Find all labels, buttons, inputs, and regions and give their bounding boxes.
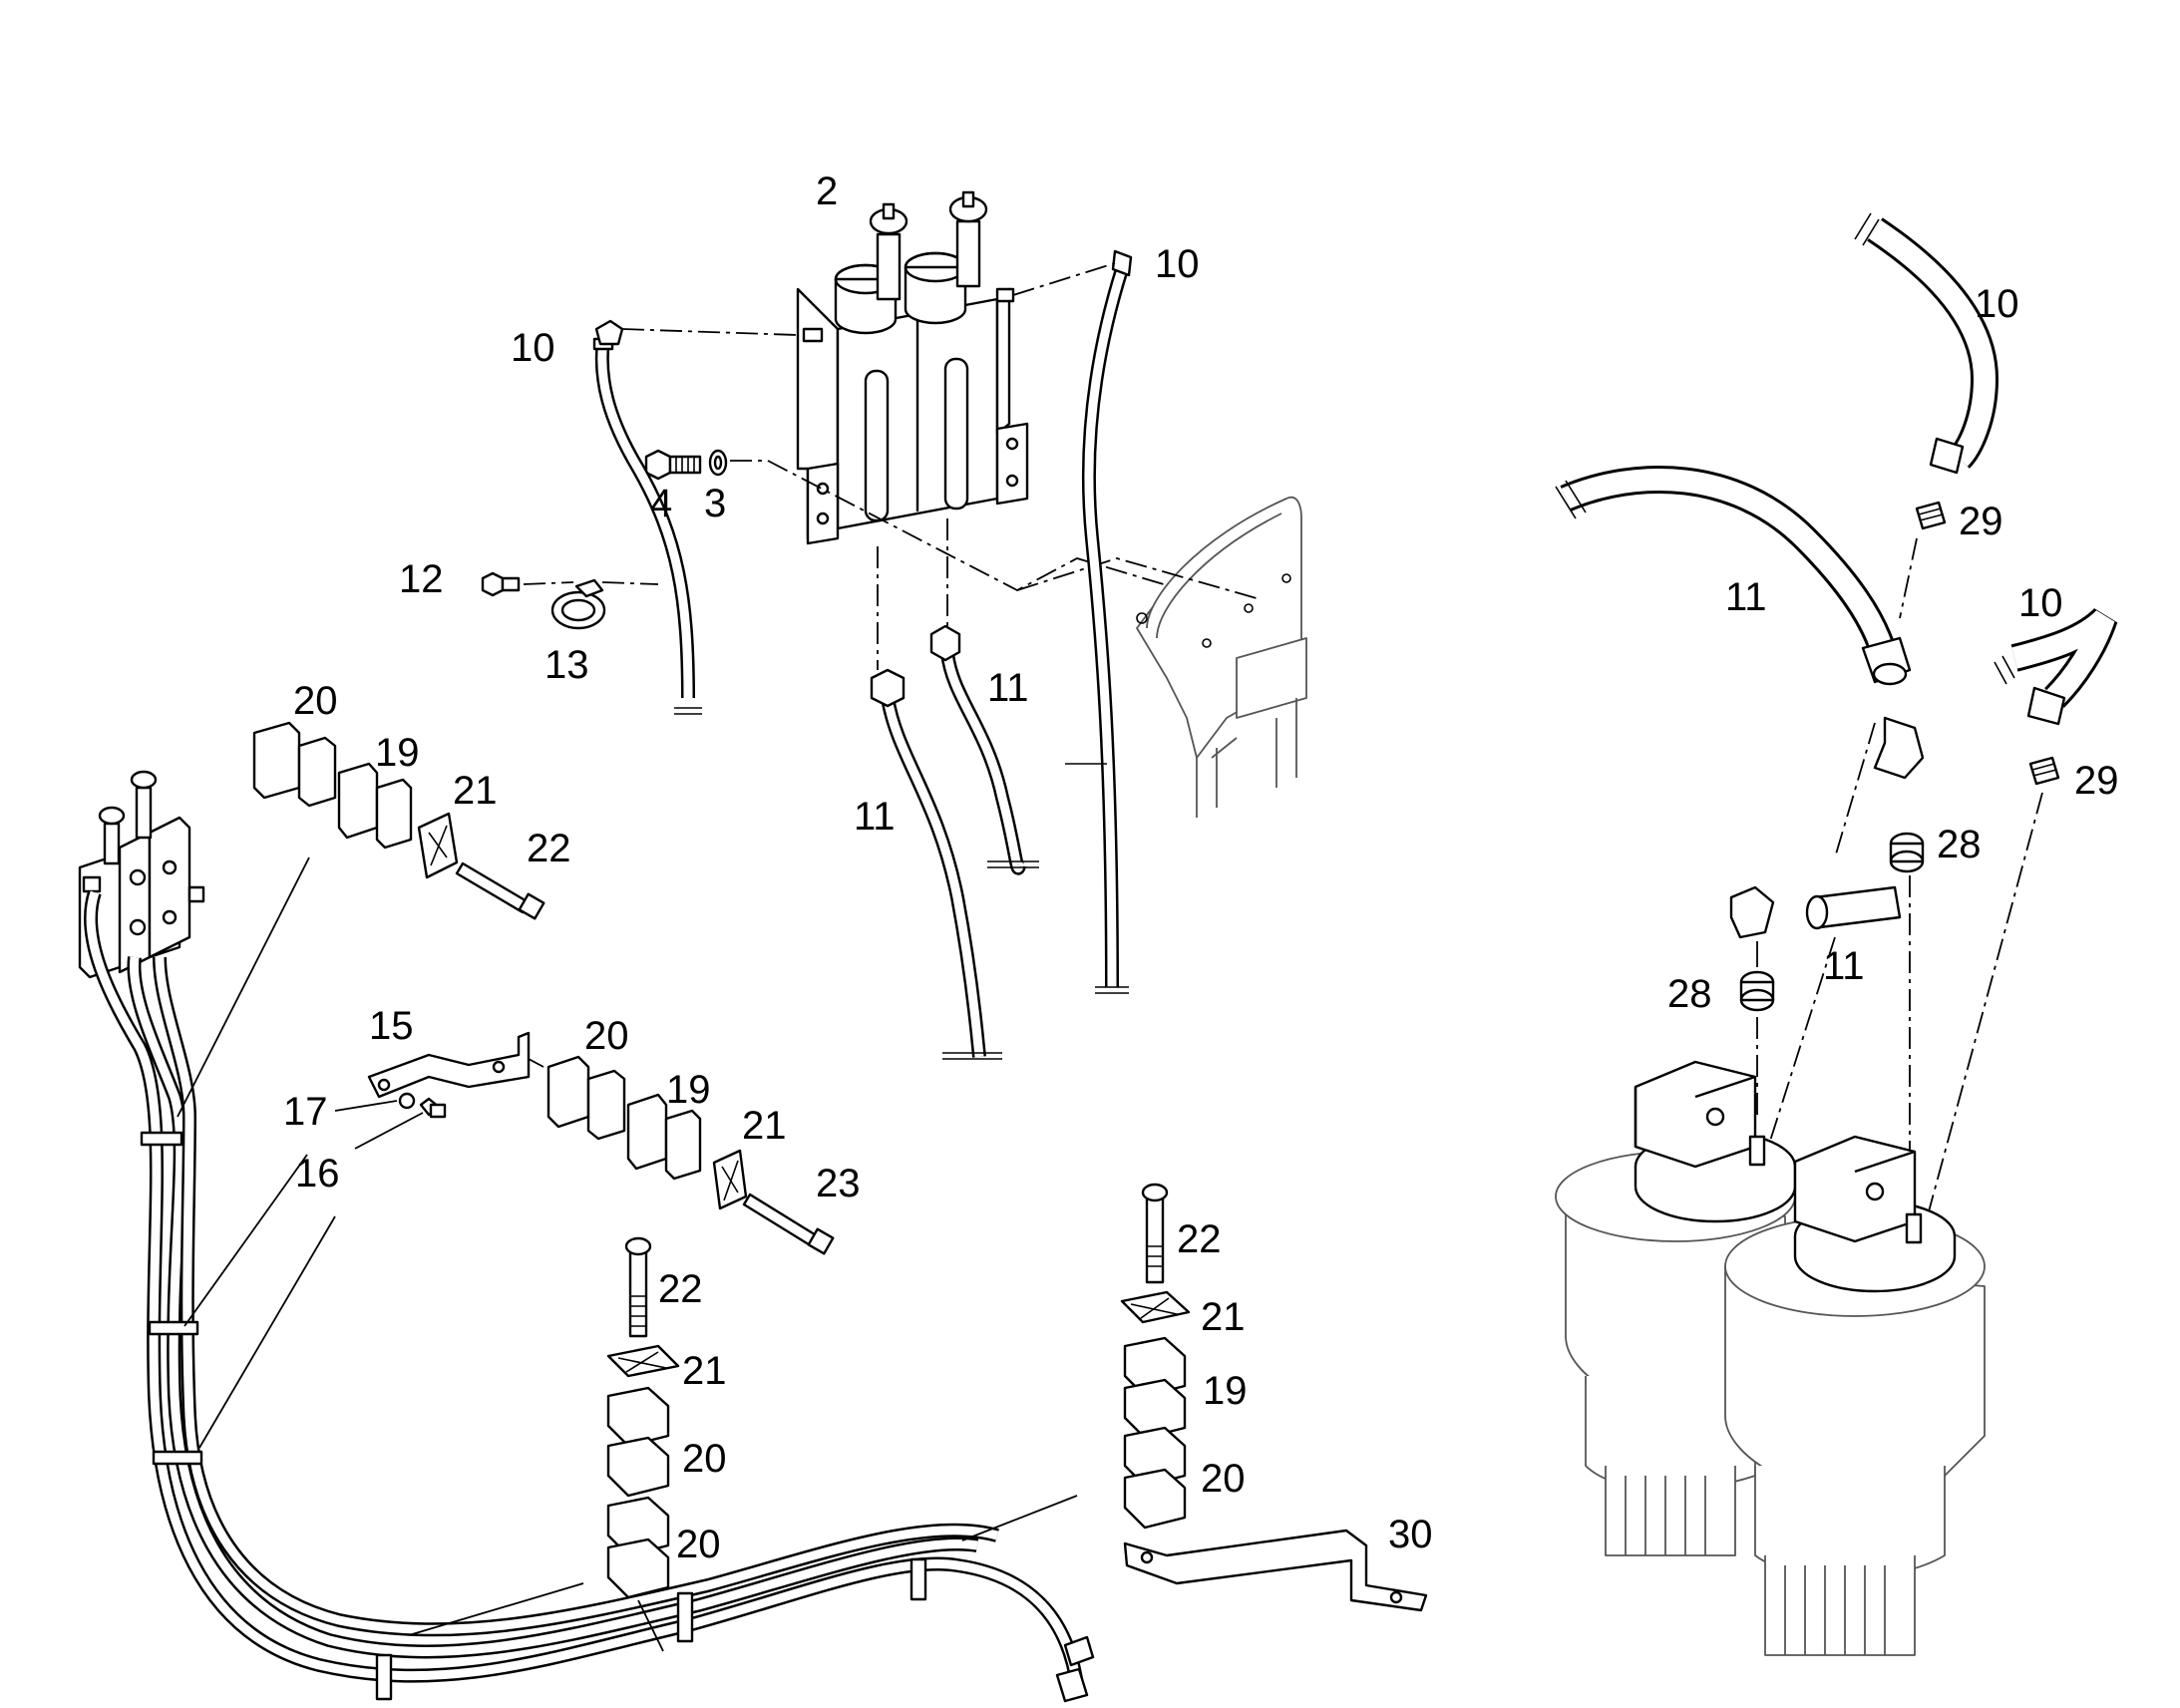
mounting-frame xyxy=(1136,496,1307,818)
hose-10-right xyxy=(1065,249,1133,994)
elbow-fitting xyxy=(1873,716,1925,780)
callout-21: 21 xyxy=(453,769,498,813)
callout-3: 3 xyxy=(704,482,726,525)
clamp-stack-right xyxy=(1120,1183,1191,1530)
control-valve-block xyxy=(78,770,205,979)
callout-11: 11 xyxy=(1725,575,1767,619)
washer-17 xyxy=(398,1092,416,1110)
callout-20: 20 xyxy=(293,679,338,723)
callout-11: 11 xyxy=(987,666,1029,710)
elbow-fitting-left xyxy=(1729,885,1775,939)
bracket-15 xyxy=(367,1031,531,1099)
clamp-set-middle xyxy=(546,1055,835,1255)
hose-harness xyxy=(84,889,1095,1703)
callout-10: 10 xyxy=(511,326,555,370)
callout-4: 4 xyxy=(650,482,672,525)
fitting-28-upper xyxy=(1889,832,1925,873)
callout-22: 22 xyxy=(658,1267,703,1311)
callout-28: 28 xyxy=(1667,972,1712,1016)
callout-10: 10 xyxy=(2018,581,2063,625)
clamp-stack-center xyxy=(606,1236,680,1599)
callout-21: 21 xyxy=(742,1104,787,1148)
bolt-4 xyxy=(644,449,702,481)
callout-30: 30 xyxy=(1388,1513,1433,1556)
bracket-30 xyxy=(1123,1529,1428,1612)
callout-20: 20 xyxy=(584,1014,629,1058)
hose-10-left xyxy=(592,319,702,715)
hose-10-mid-right xyxy=(1994,607,2118,726)
callout-19: 19 xyxy=(666,1068,711,1112)
fitting-29-upper xyxy=(1915,501,1947,530)
adapter-11 xyxy=(1805,885,1902,930)
reservoir-assembly xyxy=(796,190,1029,545)
callout-21: 21 xyxy=(1201,1295,1246,1339)
callout-10: 10 xyxy=(1975,282,2019,326)
bolt-16 xyxy=(419,1097,447,1119)
callout-20: 20 xyxy=(1201,1457,1246,1501)
callout-15: 15 xyxy=(369,1004,414,1048)
callout-11: 11 xyxy=(1823,944,1865,988)
clamp-13 xyxy=(550,578,606,630)
callout-21: 21 xyxy=(682,1349,727,1393)
callout-12: 12 xyxy=(399,557,444,601)
callout-19: 19 xyxy=(375,731,420,775)
callout-22: 22 xyxy=(527,827,571,870)
hose-11-right xyxy=(1555,465,1912,686)
callout-28: 28 xyxy=(1937,823,1982,866)
callout-10: 10 xyxy=(1155,242,1200,286)
callout-11: 11 xyxy=(854,795,896,839)
callout-16: 16 xyxy=(295,1152,340,1196)
washer-3 xyxy=(708,449,728,477)
callout-20: 20 xyxy=(682,1437,727,1481)
fitting-29-lower xyxy=(2028,756,2060,786)
callout-19: 19 xyxy=(1203,1369,1248,1413)
hose-11-center-a xyxy=(870,668,1002,1060)
callout-13: 13 xyxy=(545,643,589,687)
bolt-12 xyxy=(481,571,521,597)
fitting-28-lower xyxy=(1739,970,1775,1012)
hose-11-center-b xyxy=(929,624,1039,875)
callout-22: 22 xyxy=(1177,1217,1222,1261)
clamp-set-upper xyxy=(252,721,545,920)
hose-10-top-right xyxy=(1854,212,1999,475)
callout-29: 29 xyxy=(1959,500,2003,543)
callout-17: 17 xyxy=(283,1090,328,1134)
callout-2: 2 xyxy=(816,170,838,213)
swing-motor-front xyxy=(1724,1135,1986,1656)
callout-20: 20 xyxy=(676,1523,721,1566)
callout-23: 23 xyxy=(816,1162,861,1205)
callout-29: 29 xyxy=(2074,759,2119,803)
